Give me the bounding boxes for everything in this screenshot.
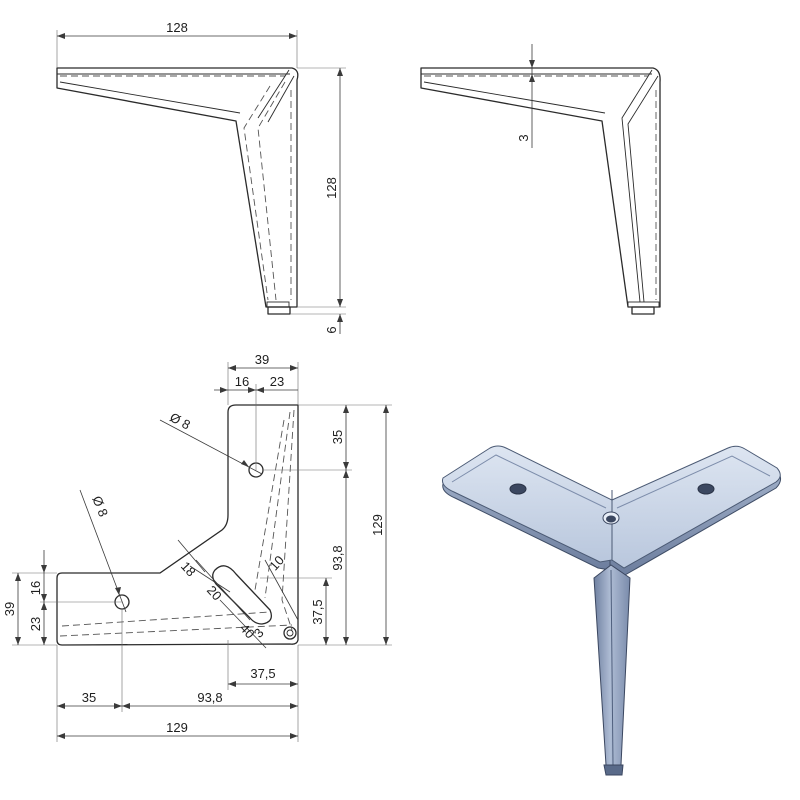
side-thickness-label: 3 [516, 134, 531, 141]
top-dimensions: 39 16 23 Ø 8 Ø 8 35 93,8 129 [2, 352, 392, 742]
side-dimensions: 3 [516, 44, 535, 148]
bottom-total-label: 129 [166, 720, 188, 735]
upper-hole-offset-label: 35 [330, 430, 345, 444]
corner-vertical-label: 37,5 [310, 599, 325, 624]
side-view [420, 67, 661, 315]
lower-hole-label: Ø 8 [89, 494, 111, 519]
front-width-label: 128 [166, 20, 188, 35]
bottom-span-label: 93,8 [197, 690, 222, 705]
top-right-label: 23 [270, 374, 284, 389]
bottom-left-label: 35 [82, 690, 96, 705]
top-width-label: 39 [255, 352, 269, 367]
slot-length-label: 20 [204, 583, 225, 604]
slot-width-label: 18 [178, 559, 199, 580]
corner-horizontal-label: 37,5 [250, 666, 275, 681]
top-left-label: 16 [235, 374, 249, 389]
upper-hole-label: Ø 8 [167, 409, 193, 432]
front-view [56, 67, 299, 315]
left-lower-label: 23 [28, 617, 43, 631]
right-total-label: 129 [370, 514, 385, 536]
left-upper-label: 16 [28, 581, 43, 595]
right-span-label: 93,8 [330, 545, 345, 570]
front-height-label: 128 [324, 177, 339, 199]
front-dimensions: 128 128 6 [56, 20, 346, 334]
left-height-label: 39 [2, 602, 17, 616]
front-foot-label: 6 [324, 326, 339, 333]
isometric-render [442, 445, 782, 776]
radius-label: 3 [251, 625, 267, 640]
